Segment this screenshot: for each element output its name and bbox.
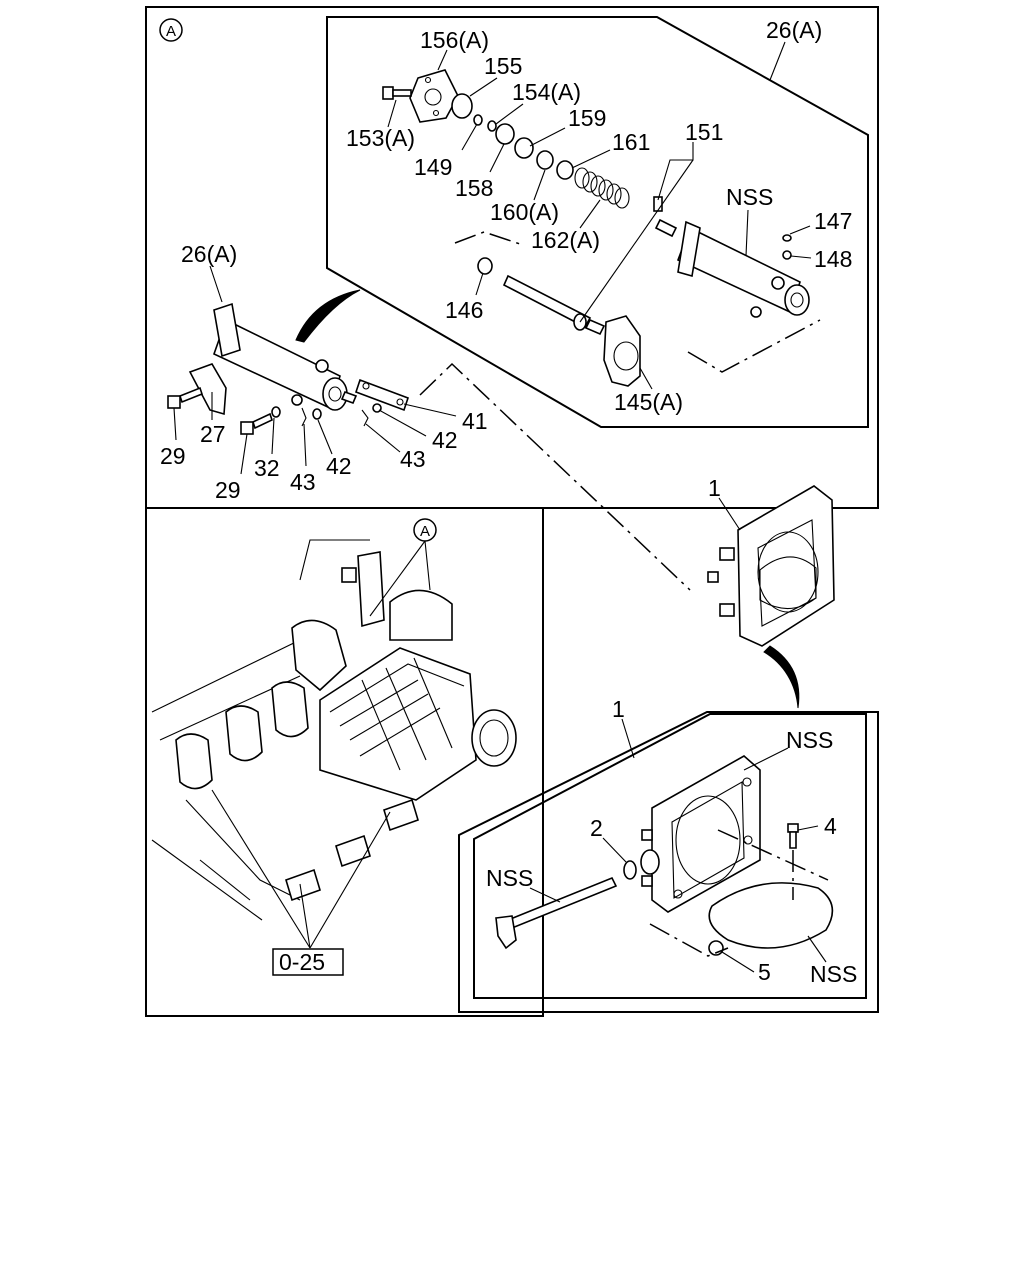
- piston-rod-assembly: [502, 274, 606, 336]
- callout-labels: 156(A) 155 154(A) 153(A) 149 158 159 160…: [160, 17, 857, 987]
- engine-brackets: [285, 798, 419, 902]
- washer-148: [782, 250, 792, 260]
- label-146: 146: [445, 297, 483, 323]
- label-1-bottom: 1: [612, 696, 625, 722]
- label-26a-left: 26(A): [181, 241, 237, 267]
- throttle-body-assembly: [707, 485, 835, 647]
- bearing-160: [536, 150, 554, 170]
- washer-32: [271, 406, 281, 418]
- label-154a: 154(A): [512, 79, 581, 105]
- label-43-right: 43: [400, 446, 426, 472]
- label-2: 2: [590, 815, 603, 841]
- washer-146: [477, 257, 493, 275]
- ref-line-plate-lower: [649, 923, 729, 957]
- ref-line-rod: [454, 231, 521, 245]
- label-155: 155: [484, 53, 522, 79]
- washer-42-left: [312, 408, 322, 420]
- label-159: 159: [568, 105, 606, 131]
- label-145a: 145(A): [614, 389, 683, 415]
- ref-line-cylinder: [687, 319, 821, 373]
- engine-intake-manifold: [151, 619, 347, 921]
- label-4: 4: [824, 813, 837, 839]
- leader-lines: [173, 41, 827, 973]
- link-to-throttle-line: [419, 362, 691, 591]
- bolt-29-lower: [240, 412, 273, 435]
- label-32: 32: [254, 455, 280, 481]
- flange-156: [409, 69, 459, 123]
- label-26a-top: 26(A): [766, 17, 822, 43]
- label-1-top: 1: [708, 475, 721, 501]
- label-42-right: 42: [432, 427, 458, 453]
- explode-arrow-top: [295, 289, 361, 343]
- throttle-body-frame-inner: [473, 713, 867, 999]
- label-151: 151: [685, 119, 723, 145]
- clip-43-left: [301, 407, 307, 427]
- svg-text:A: A: [166, 23, 176, 40]
- throttle-housing: [640, 755, 761, 913]
- detail-a-frame: [145, 6, 879, 509]
- screw-4: [787, 823, 799, 849]
- pin-151: [653, 196, 678, 238]
- label-43-left: 43: [290, 469, 316, 495]
- label-148: 148: [814, 246, 852, 272]
- label-nss-plate: NSS: [810, 961, 857, 987]
- label-29-upper: 29: [160, 443, 186, 469]
- label-41: 41: [462, 408, 488, 434]
- o-ring-155: [451, 93, 473, 119]
- ring-149: [473, 114, 483, 126]
- ref-0-25-box: [272, 948, 344, 976]
- bolt-153: [382, 86, 412, 100]
- seal-2: [623, 860, 637, 880]
- label-158: 158: [455, 175, 493, 201]
- label-149: 149: [414, 154, 452, 180]
- engine-plenum: [299, 539, 517, 801]
- label-42-left: 42: [326, 453, 352, 479]
- bracket-27: [188, 363, 227, 416]
- label-nss-shaft: NSS: [486, 865, 533, 891]
- ref-line-plate-upper: [717, 829, 829, 881]
- washer-159: [514, 137, 534, 159]
- actuator-cylinder-top: [676, 220, 810, 318]
- throttle-plate: [708, 882, 834, 949]
- bolt-29-upper: [167, 386, 203, 409]
- label-147: 147: [814, 208, 852, 234]
- seal-158: [495, 123, 515, 145]
- svg-text:A: A: [420, 523, 430, 540]
- clip-43-right: [361, 409, 369, 427]
- label-160a: 160(A): [490, 199, 559, 225]
- label-161: 161: [612, 129, 650, 155]
- label-nss-top: NSS: [726, 184, 773, 210]
- spring-162: [574, 167, 630, 209]
- nut-147: [782, 234, 792, 242]
- link-rod-41: [354, 378, 410, 412]
- detail-a-marker-engine: A: [413, 518, 437, 542]
- label-27: 27: [200, 421, 226, 447]
- detail-a-marker: A: [159, 18, 183, 42]
- label-156a: 156(A): [420, 27, 489, 53]
- label-29-lower: 29: [215, 477, 241, 503]
- ring-161: [556, 160, 574, 180]
- label-0-25: 0-25: [279, 949, 325, 975]
- throttle-shaft: [495, 876, 618, 950]
- label-nss-body: NSS: [786, 727, 833, 753]
- ring-154: [487, 120, 497, 132]
- actuator-cylinder-left: [213, 302, 358, 411]
- label-162a: 162(A): [531, 227, 600, 253]
- label-153a: 153(A): [346, 125, 415, 151]
- label-5: 5: [758, 959, 771, 985]
- throttle-body-frame-outer: [458, 711, 879, 1013]
- actuator-exploded-frame: [326, 16, 869, 428]
- explode-arrow-throttle: [763, 645, 800, 709]
- lever-145: [603, 315, 641, 387]
- engine-view-frame: [145, 508, 544, 1017]
